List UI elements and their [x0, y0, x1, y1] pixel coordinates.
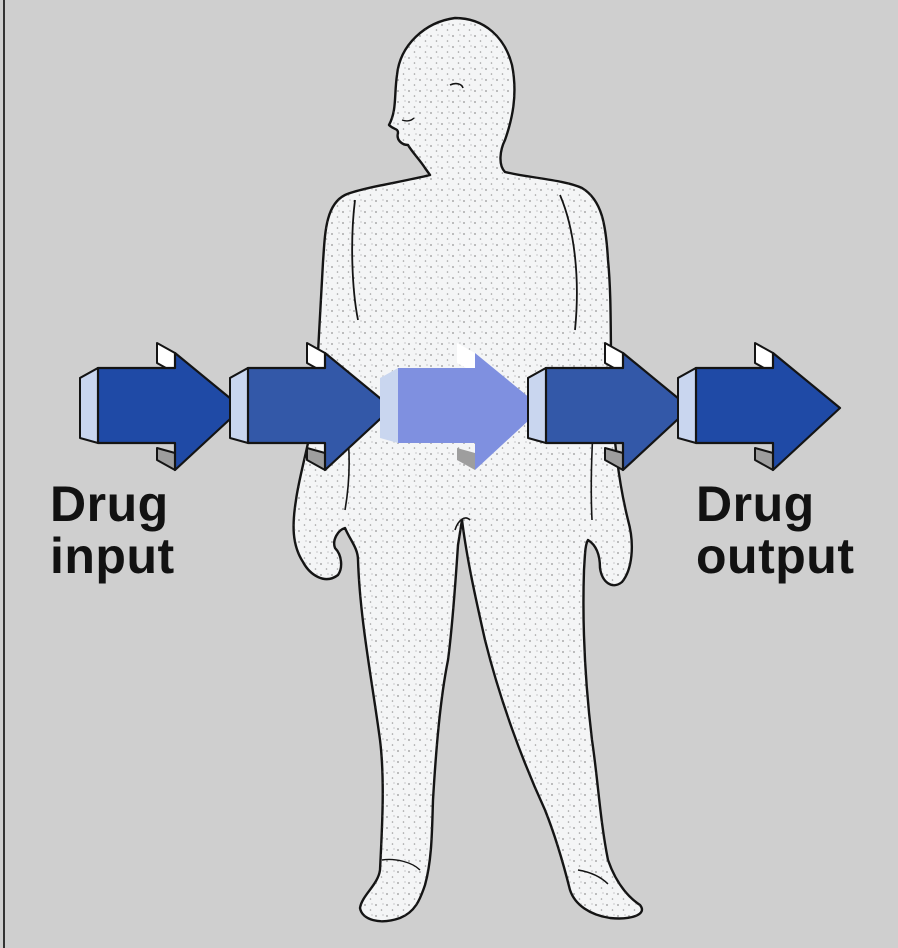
arrow-bottom-tab — [755, 448, 773, 470]
human-figure-icon — [294, 18, 642, 921]
arrow-chain — [80, 343, 840, 470]
arrow-shaft-face — [80, 368, 98, 443]
drug-output-label: Drug output — [696, 478, 854, 582]
arrow-shaft-face — [380, 368, 398, 443]
drug-input-label-line2: input — [50, 530, 175, 582]
drug-output-label-line1: Drug — [696, 478, 854, 530]
arrow-shaft-face — [678, 368, 696, 443]
drug-input-label: Drug input — [50, 478, 175, 582]
arrow-icon — [80, 343, 242, 470]
arrow-shaft-face — [230, 368, 248, 443]
arrow-bottom-tab — [157, 448, 175, 470]
drug-output-label-line2: output — [696, 530, 854, 582]
arrow-shaft-face — [528, 368, 546, 443]
arrow-icon — [678, 343, 840, 470]
drug-input-label-line1: Drug — [50, 478, 175, 530]
